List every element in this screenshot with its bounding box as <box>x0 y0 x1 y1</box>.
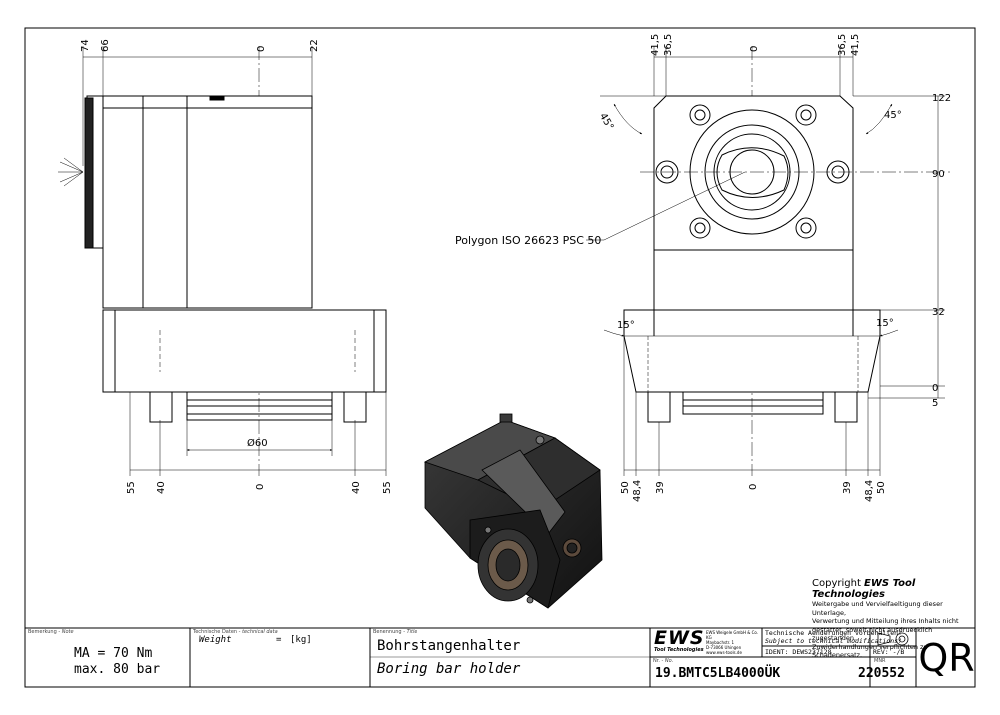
dim-front-right-1: 90 <box>932 169 945 180</box>
title-label-de: Benennung <box>373 629 402 635</box>
dim-front-top-1: 36,5 <box>663 34 674 56</box>
dim-side-bottom-0: 55 <box>126 481 137 494</box>
note-line-1: MA = 70 Nm <box>74 646 153 661</box>
rev-label: REV: <box>873 648 889 656</box>
change-note: Technische Aenderungen vorbehalten! Subj… <box>765 629 902 645</box>
dim-front-bottom-6: 50 <box>876 481 887 494</box>
company-line: Maybachstr. 1 <box>706 640 735 645</box>
weight-equals: = <box>276 635 282 645</box>
nr-label-de: Nr. <box>653 658 660 664</box>
dim-front-bottom-3: 0 <box>748 484 759 490</box>
weight-label: Weight <box>199 635 232 645</box>
copyright-line: Verwertung und Mitteilung ihres Inhalts … <box>812 617 959 625</box>
company-address: EWS Weigele GmbH & Co. KG Maybachstr. 1 … <box>706 630 762 655</box>
dim-side-bottom-2: 0 <box>255 484 266 490</box>
title-block-grid <box>25 627 975 687</box>
dim-side-top-2: 0 <box>256 46 267 52</box>
dim-front-top-2: 0 <box>749 46 760 52</box>
change-note-de: Technische Aenderungen vorbehalten! <box>765 629 902 637</box>
change-note-en: Subject to technical modifications! <box>765 637 902 645</box>
dim-front-bottom-1: 48,4 <box>632 480 643 502</box>
weight-unit: [kg] <box>290 635 312 645</box>
copyright-line: Zuwiderhandlungen verpflichten zu Schade… <box>812 642 928 660</box>
front-view-dimension-labels: 41,5 36,5 0 36,5 41,5 122 90 32 0 5 45° … <box>455 34 951 502</box>
dim-angle-bottom-right: 15° <box>876 318 894 329</box>
copyright-heading: Copyright EWS Tool Technologies <box>812 578 972 600</box>
title-label: Benennung - Title <box>373 629 418 635</box>
nr-label-en: No. <box>664 658 674 664</box>
dim-angle-top-right: 45° <box>884 110 902 121</box>
dim-front-right-0: 122 <box>932 93 951 104</box>
ident: IDENT: DEWS237128 <box>765 648 832 656</box>
title-german: Bohrstangenhalter <box>377 638 521 654</box>
dim-angle-top-left: 45° <box>597 111 615 132</box>
dim-diameter: Ø60 <box>247 437 268 449</box>
side-view-dimension-labels: 74 66 0 22 Ø60 55 40 0 40 55 <box>80 39 393 494</box>
note-line-2: max. 80 bar <box>74 662 161 677</box>
copyright-prefix: Copyright <box>812 578 865 589</box>
sheet-frame <box>24 27 976 688</box>
tech-label-en: technical data <box>242 629 278 635</box>
tech-label: Technische Daten - technical data <box>193 629 278 635</box>
rev-value: -/B <box>892 648 905 656</box>
company-line: EWS Weigele GmbH & Co. KG <box>706 630 759 640</box>
dim-front-bottom-5: 48,4 <box>864 480 875 502</box>
note-label-de: Bemerkung <box>28 629 57 635</box>
copyright-text: Weitergabe und Vervielfaeltigung dieser … <box>812 600 972 660</box>
copyright-line: Weitergabe und Vervielfaeltigung dieser … <box>812 600 943 617</box>
copyright-block: Copyright EWS Tool Technologies Weiterga… <box>812 578 972 660</box>
company-line: D-73066 Uhingen <box>706 645 742 650</box>
dim-angle-bottom-left: 15° <box>617 320 635 331</box>
dim-side-top-1: 66 <box>100 39 111 52</box>
qr-marker: QR <box>918 636 975 680</box>
dim-side-top-0: 74 <box>80 39 91 52</box>
dim-front-right-4: 5 <box>932 398 938 409</box>
tech-label-de: Technische Daten <box>193 629 238 635</box>
mnr-label: MNR <box>874 658 886 664</box>
title-english: Boring bar holder <box>377 661 521 677</box>
part-number: 19.BMTC5LB4000ÜK <box>655 666 781 681</box>
title-label-en: Title <box>406 629 418 635</box>
dim-side-bottom-1: 40 <box>156 481 167 494</box>
side-view <box>58 46 387 476</box>
isometric-render <box>423 413 603 609</box>
ident-label: IDENT: <box>765 648 789 656</box>
ident-value: DEWS237128 <box>792 648 832 656</box>
number-label: Nr. - No. <box>653 658 674 664</box>
dim-front-right-2: 32 <box>932 307 945 318</box>
dim-front-bottom-0: 50 <box>620 481 631 494</box>
copyright-line: gestattet, soweit nicht ausdruecklich zu… <box>812 625 933 643</box>
logo-text: EWS <box>654 630 704 649</box>
dim-front-top-4: 41,5 <box>850 34 861 56</box>
copyright-brand: EWS Tool Technologies <box>812 578 916 600</box>
dim-front-bottom-4: 39 <box>842 481 853 494</box>
dim-side-bottom-4: 55 <box>382 481 393 494</box>
dim-front-top-3: 36,5 <box>837 34 848 56</box>
mnr-value: 220552 <box>858 666 905 681</box>
revision: REV: -/B <box>873 648 904 656</box>
dim-side-bottom-3: 40 <box>351 481 362 494</box>
polygon-callout: Polygon ISO 26623 PSC 50 <box>455 234 601 247</box>
logo-subtext: Tool Technologies <box>654 647 704 653</box>
note-label: Bemerkung - Note <box>28 629 74 635</box>
company-line: www.ews-tools.de <box>706 650 742 655</box>
dim-front-right-3: 0 <box>932 383 938 394</box>
note-label-en: Note <box>61 629 74 635</box>
dim-front-top-0: 41,5 <box>650 34 661 56</box>
front-view <box>586 46 950 476</box>
ews-logo: EWS Tool Technologies <box>654 630 704 654</box>
dim-side-top-3: 22 <box>309 39 320 52</box>
dim-front-bottom-2: 39 <box>655 481 666 494</box>
